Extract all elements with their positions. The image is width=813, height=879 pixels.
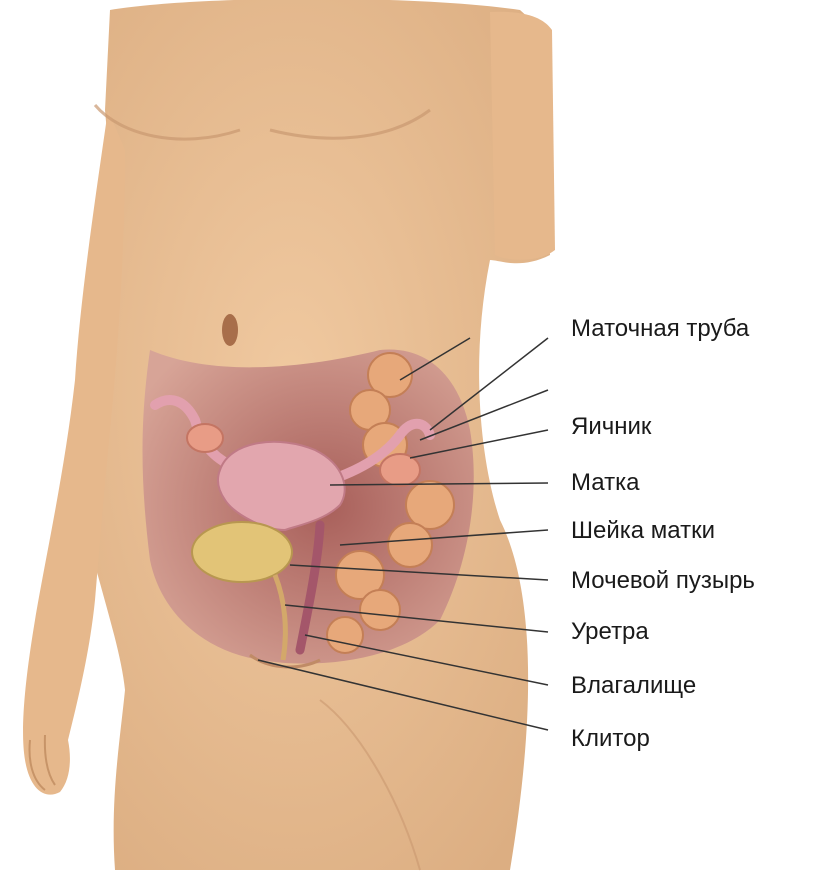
navel — [222, 314, 238, 346]
bladder — [192, 522, 292, 582]
label-urethra: Уретра — [571, 618, 649, 646]
label-cervix: Шейка матки — [571, 517, 715, 545]
label-bladder: Мочевой пузырь — [571, 567, 755, 595]
label-clitoris: Клитор — [571, 725, 650, 753]
label-vagina: Влагалище — [571, 672, 696, 700]
label-ovary: Яичник — [571, 413, 651, 441]
label-uterus: Матка — [571, 469, 639, 497]
label-fallopian-tube: Маточная труба — [571, 315, 749, 343]
right-arm — [490, 12, 555, 260]
ovary-left — [187, 424, 223, 452]
ovary-right — [380, 454, 420, 486]
